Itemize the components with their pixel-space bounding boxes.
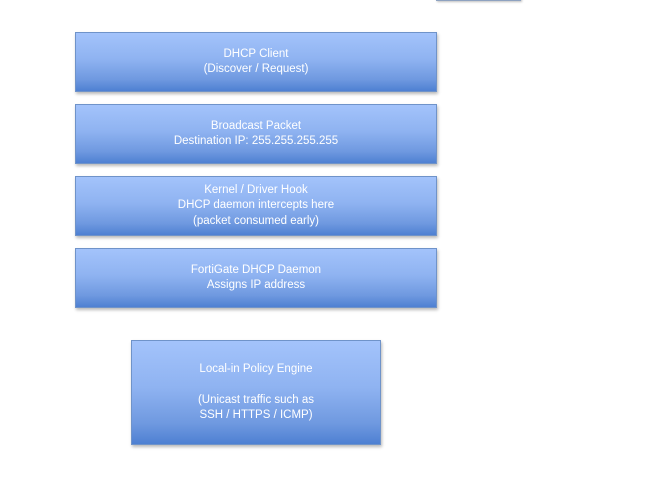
policy-engine-note-line2: SSH / HTTPS / ICMP) xyxy=(199,409,313,421)
kernel-hook-note: (packet consumed early) xyxy=(193,214,319,227)
policy-engine-title: Local-in Policy Engine xyxy=(199,362,313,375)
kernel-hook-title: Kernel / Driver Hook xyxy=(204,183,308,196)
broadcast-packet-title: Broadcast Packet xyxy=(210,119,302,132)
fortigate-dhcp-daemon-box: FortiGate DHCP Daemon Assigns IP address xyxy=(75,248,437,308)
local-in-policy-engine-box: Local-in Policy Engine (Unicast traffic … xyxy=(131,340,381,445)
dhcp-client-title: DHCP Client xyxy=(223,47,289,60)
broadcast-packet-destination: Destination IP: 255.255.255.255 xyxy=(173,135,339,147)
dhcp-daemon-title: FortiGate DHCP Daemon xyxy=(190,263,322,276)
dhcp-daemon-description: Assigns IP address xyxy=(206,279,306,291)
kernel-hook-description: DHCP daemon intercepts here xyxy=(177,199,335,212)
dhcp-client-subtitle: (Discover / Request) xyxy=(203,63,309,75)
kernel-driver-hook-box: Kernel / Driver Hook DHCP daemon interce… xyxy=(75,176,437,236)
dhcp-client-box: DHCP Client (Discover / Request) xyxy=(75,32,437,92)
policy-engine-note-line1: (Unicast traffic such as xyxy=(197,393,315,406)
offscreen-box-partial xyxy=(436,0,521,1)
broadcast-packet-box: Broadcast Packet Destination IP: 255.255… xyxy=(75,104,437,164)
